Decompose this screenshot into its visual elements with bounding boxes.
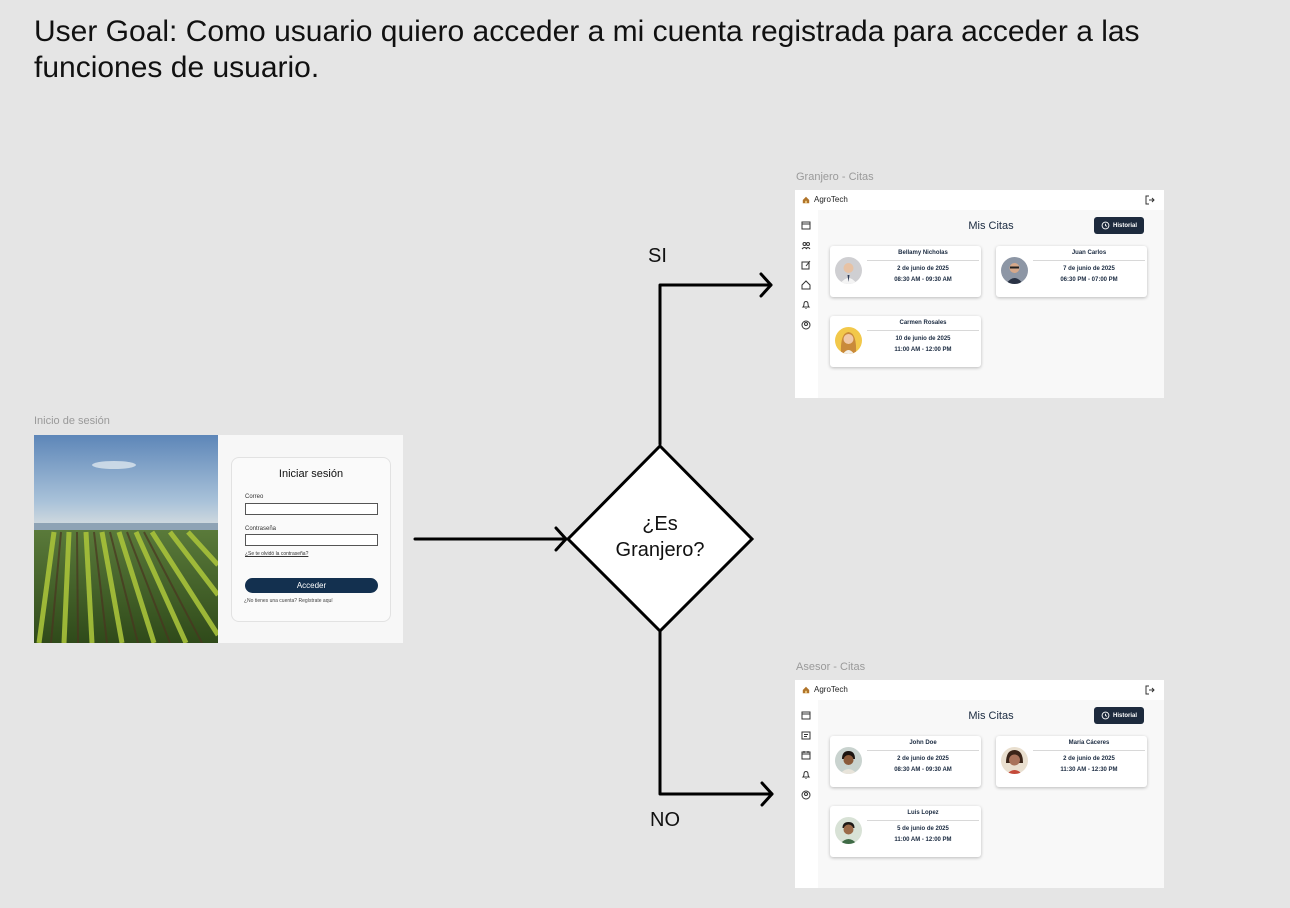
password-field[interactable] — [245, 534, 378, 546]
appointment-date: 7 de junio de 2025 — [1063, 266, 1115, 272]
avatar — [1001, 747, 1028, 774]
arrow-no-branch — [658, 630, 774, 796]
yes-branch-label: SI — [648, 245, 667, 267]
appointment-card[interactable]: Bellamy Nicholas 2 de junio de 2025 08:3… — [830, 246, 981, 297]
farm-field-image — [34, 435, 218, 643]
divider — [867, 260, 979, 261]
appointment-time: 11:00 AM - 12:00 PM — [894, 347, 952, 353]
email-field[interactable] — [245, 503, 378, 515]
users-icon[interactable] — [801, 240, 811, 250]
decision-label-line2: Granjero? — [615, 539, 705, 561]
avatar — [1001, 257, 1028, 284]
brand-name: AgroTech — [814, 685, 848, 694]
farmer-appointments-frame: AgroTech Mis Citas Historial Bellamy Nic… — [795, 190, 1164, 398]
appointment-date: 10 de junio de 2025 — [895, 336, 951, 342]
appointment-date: 2 de junio de 2025 — [1063, 756, 1115, 762]
history-button[interactable]: Historial — [1094, 707, 1144, 724]
arrow-yes-branch — [658, 283, 773, 446]
page-title: Mis Citas — [968, 220, 1014, 232]
brand-name: AgroTech — [814, 195, 848, 204]
patient-name: Carmen Rosales — [899, 320, 947, 326]
schedule-icon[interactable] — [801, 750, 811, 760]
notes-icon[interactable] — [801, 730, 811, 740]
password-label: Contraseña — [245, 526, 277, 532]
client-name: John Doe — [909, 740, 937, 746]
client-name: María Cáceres — [1068, 740, 1110, 746]
patient-name: Bellamy Nicholas — [898, 250, 948, 256]
patient-name: Juan Carlos — [1071, 250, 1107, 256]
avatar — [835, 327, 862, 354]
divider — [867, 330, 979, 331]
home-icon[interactable] — [801, 280, 811, 290]
profile-icon[interactable] — [801, 320, 811, 330]
history-button-label: Historial — [1112, 222, 1137, 229]
appointment-date: 2 de junio de 2025 — [897, 756, 949, 762]
sidebar — [795, 700, 818, 888]
login-card: Iniciar sesión Correo Contraseña ¿Se te … — [231, 457, 391, 622]
user-goal-heading: User Goal: Como usuario quiero acceder a… — [34, 15, 1140, 84]
decision-label-line1: ¿Es — [642, 513, 678, 535]
page-title: Mis Citas — [968, 710, 1014, 722]
farm-logo-icon — [802, 196, 810, 203]
farmer-frame-label: Granjero - Citas — [796, 171, 874, 183]
sidebar — [795, 210, 818, 398]
avatar — [835, 817, 862, 844]
forgot-password-link[interactable]: ¿Se te olvidó la contraseña? — [245, 551, 309, 557]
divider — [867, 750, 979, 751]
bell-icon[interactable] — [801, 770, 811, 780]
login-frame: Iniciar sesión Correo Contraseña ¿Se te … — [34, 435, 403, 643]
calendar-icon[interactable] — [801, 220, 811, 230]
appointment-card[interactable]: María Cáceres 2 de junio de 2025 11:30 A… — [996, 736, 1147, 787]
appointment-card[interactable]: Carmen Rosales 10 de junio de 2025 11:00… — [830, 316, 981, 367]
login-frame-label: Inicio de sesión — [34, 415, 110, 427]
appointment-card[interactable]: John Doe 2 de junio de 2025 08:30 AM - 0… — [830, 736, 981, 787]
bell-icon[interactable] — [801, 300, 811, 310]
profile-icon[interactable] — [801, 790, 811, 800]
history-icon — [1101, 221, 1110, 230]
appointment-date: 2 de junio de 2025 — [897, 266, 949, 272]
brand: AgroTech — [802, 195, 848, 204]
divider — [867, 820, 979, 821]
logout-icon[interactable] — [1145, 195, 1155, 205]
login-submit-button[interactable]: Acceder — [245, 578, 378, 593]
farm-logo-icon — [802, 686, 810, 693]
brand: AgroTech — [802, 685, 848, 694]
calendar-icon[interactable] — [801, 710, 811, 720]
appointment-time: 08:30 AM - 09:30 AM — [894, 767, 952, 773]
logout-icon[interactable] — [1145, 685, 1155, 695]
appointment-card[interactable]: Juan Carlos 7 de junio de 2025 06:30 PM … — [996, 246, 1147, 297]
advisor-frame-label: Asesor - Citas — [796, 661, 866, 673]
appointment-card[interactable]: Luis Lopez 5 de junio de 2025 11:00 AM -… — [830, 806, 981, 857]
client-name: Luis Lopez — [907, 810, 939, 816]
history-button[interactable]: Historial — [1094, 217, 1144, 234]
divider — [1033, 260, 1145, 261]
login-heading: Iniciar sesión — [278, 468, 344, 480]
topbar: AgroTech — [795, 190, 1164, 210]
appointment-time: 06:30 PM - 07:00 PM — [1060, 277, 1118, 283]
edit-document-icon[interactable] — [801, 260, 811, 270]
register-link[interactable]: ¿No tienes una cuenta? Regístrate aquí — [244, 598, 333, 604]
history-icon — [1101, 711, 1110, 720]
appointment-date: 5 de junio de 2025 — [897, 826, 949, 832]
appointment-time: 08:30 AM - 09:30 AM — [894, 277, 952, 283]
history-button-label: Historial — [1112, 712, 1137, 719]
avatar — [835, 747, 862, 774]
email-label: Correo — [245, 494, 264, 500]
avatar — [835, 257, 862, 284]
decision-label: ¿Es Granjero? — [590, 511, 730, 563]
no-branch-label: NO — [650, 809, 680, 831]
topbar: AgroTech — [795, 680, 1164, 700]
divider — [1033, 750, 1145, 751]
appointment-time: 11:00 AM - 12:00 PM — [894, 837, 952, 843]
appointment-time: 11:30 AM - 12:30 PM — [1060, 767, 1118, 773]
advisor-appointments-frame: AgroTech Mis Citas Historial John Doe 2 … — [795, 680, 1164, 888]
